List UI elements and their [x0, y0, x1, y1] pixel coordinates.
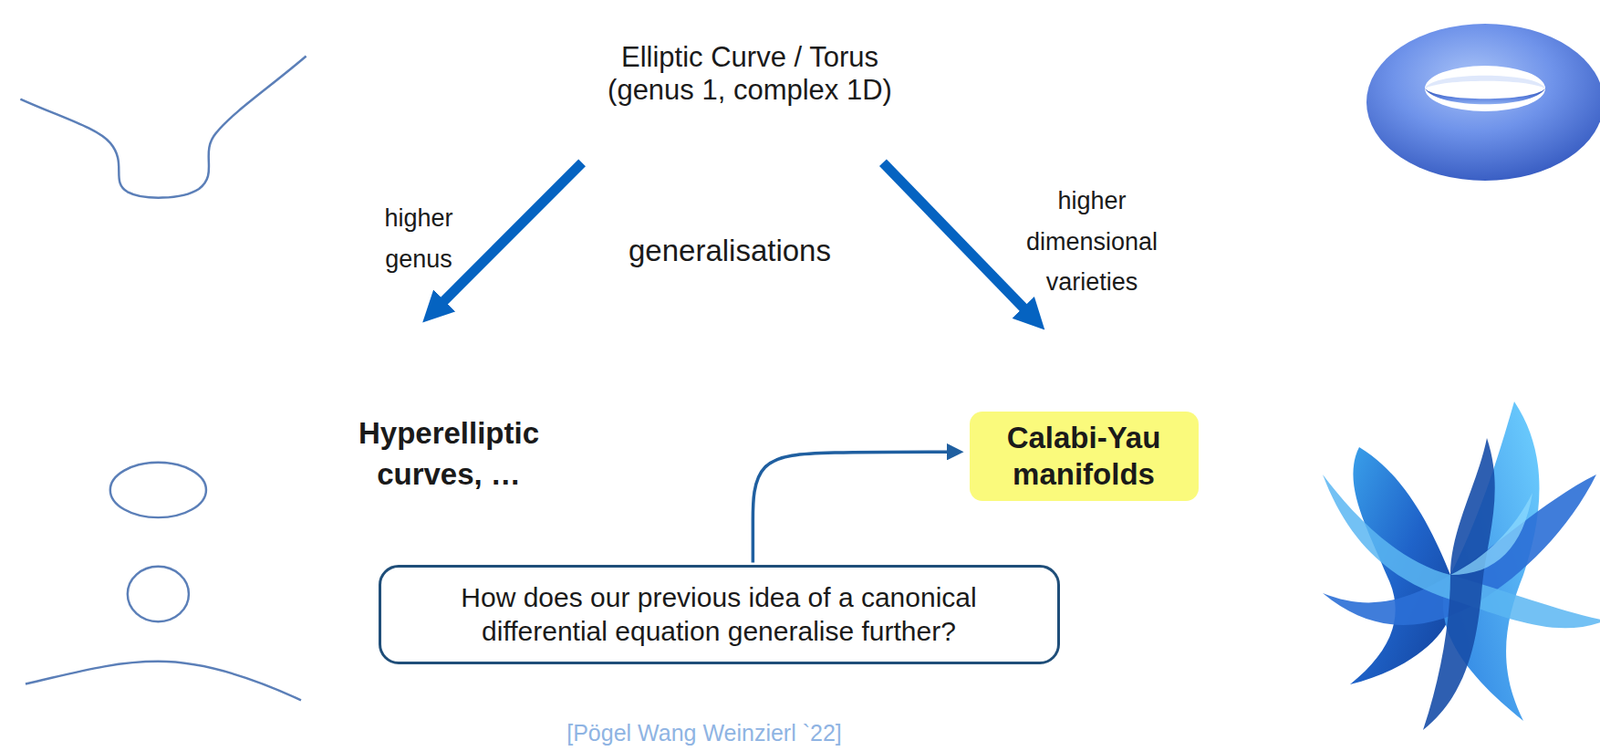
node-text: Hyperelliptic curves, … — [339, 413, 559, 495]
arrow-connector — [883, 162, 1031, 315]
highlight-box: Calabi-Yau manifolds — [969, 411, 1199, 500]
node-text: How does our previous idea of a canonica… — [397, 580, 1041, 649]
curve-sketches — [20, 56, 306, 701]
curve-branch-sketch — [25, 661, 302, 701]
calabi-yau-surface — [1322, 401, 1600, 730]
generalisation-topic: Hyperelliptic curves, … — [339, 413, 559, 495]
arrow-connector — [752, 451, 953, 562]
center-label: generalisations — [628, 233, 832, 269]
circle-sketch — [127, 566, 189, 622]
arrow-connector — [436, 162, 582, 309]
root-topic: Elliptic Curve / Torus(genus 1, complex … — [607, 41, 893, 106]
question-box: How does our previous idea of a canonica… — [378, 564, 1060, 665]
node-text: Elliptic Curve / Torus — [607, 41, 893, 74]
torus — [1366, 23, 1600, 181]
node-text: (genus 1, complex 1D) — [607, 73, 893, 107]
edge-label: higher dimensional varieties — [1005, 180, 1179, 303]
citation: [Pögel Wang Weinzierl `22] — [566, 719, 842, 747]
elliptic-curve-sketch — [20, 56, 306, 198]
oval-sketch — [110, 462, 207, 518]
edge-label: higher genus — [359, 197, 478, 280]
node-text: Calabi-Yau manifolds — [976, 419, 1192, 492]
